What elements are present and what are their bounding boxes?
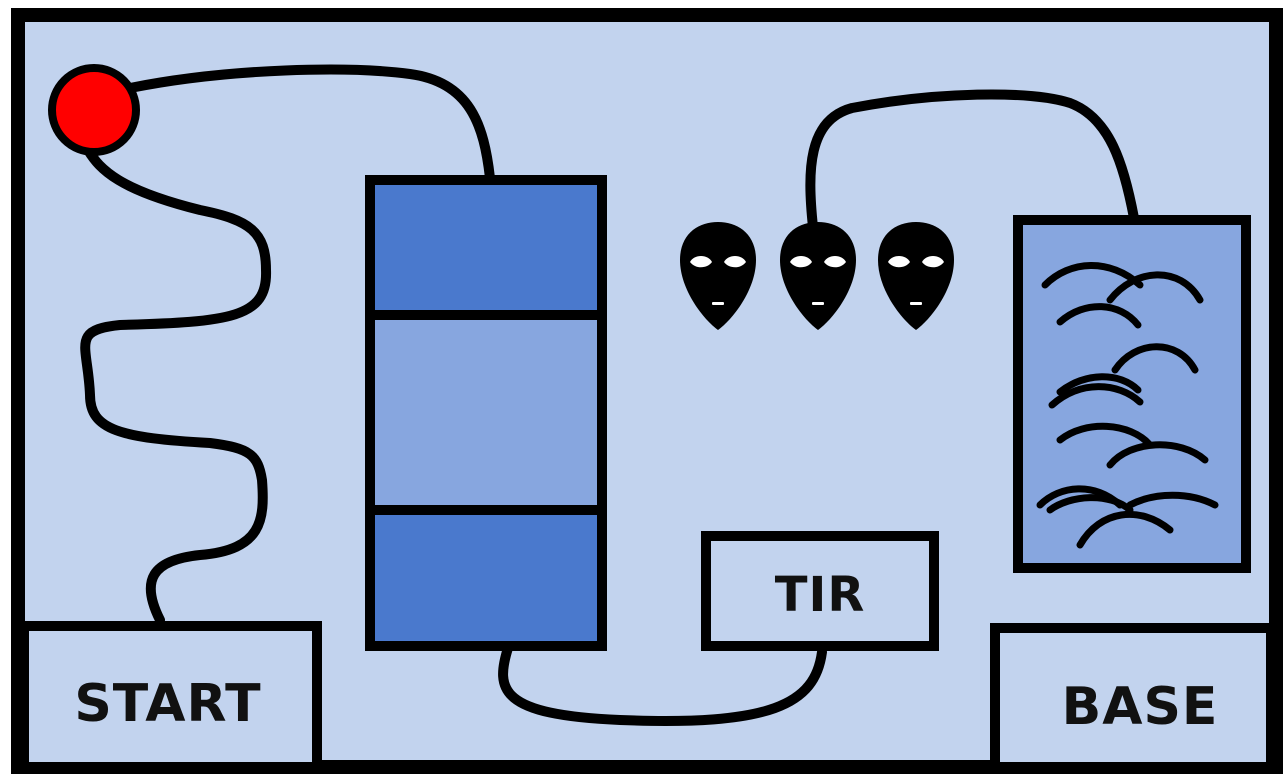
tir-box [701, 531, 939, 651]
alien-head-icon[interactable] [780, 222, 856, 330]
alien-head-icon[interactable] [878, 222, 954, 330]
path-aliens-to-base [805, 89, 1139, 232]
tower-block-bottom[interactable] [365, 505, 607, 651]
tower-block-top[interactable] [365, 175, 607, 320]
base-zone[interactable]: BASE [990, 623, 1276, 772]
start-zone[interactable]: START [19, 621, 322, 772]
path-start-to-marker [80, 145, 272, 625]
red-marker-icon[interactable] [48, 64, 140, 156]
base-label: BASE [1062, 677, 1219, 737]
tir-label: TIR [775, 567, 866, 623]
tir-station[interactable]: TIR [701, 531, 939, 651]
start-label: START [74, 674, 261, 734]
base-box [990, 623, 1276, 772]
path-marker-to-tower [125, 64, 495, 183]
alien-head-icon[interactable] [680, 222, 756, 330]
block-tower [365, 175, 607, 651]
alien-group [680, 222, 954, 330]
wave-zone[interactable] [1013, 215, 1251, 573]
tower-block-middle[interactable] [365, 310, 607, 515]
start-box [19, 621, 322, 772]
path-tower-to-tir [498, 643, 827, 726]
wave-pattern-icon [1036, 262, 1219, 549]
